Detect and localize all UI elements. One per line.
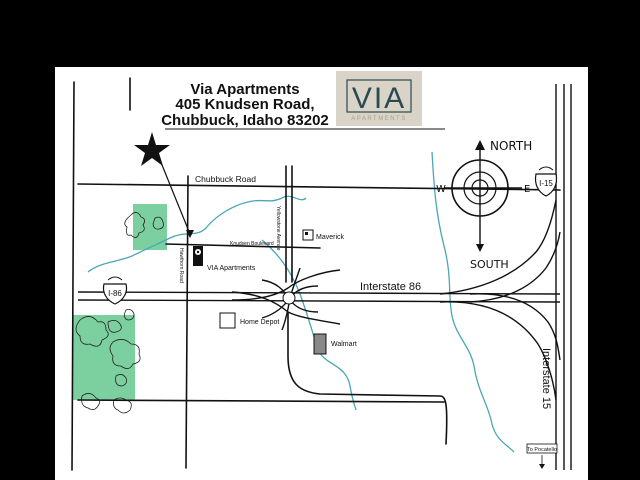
logo-frame: [346, 79, 412, 113]
interstate-15: [439, 84, 572, 470]
header-street: 405 Knudsen Road,: [175, 96, 314, 113]
label-hawthorn: Hawthorn Road: [178, 248, 184, 283]
destination-marker: [134, 132, 194, 238]
star-icon: [134, 132, 170, 166]
compass-north-arrow-icon: [475, 140, 485, 150]
via-logo: VIA APARTMENTS: [336, 71, 422, 126]
arrow-line: [159, 159, 191, 235]
i86-shield-label: I-86: [108, 289, 122, 298]
via-label: VIA Apartments: [207, 265, 256, 272]
compass-north: NORTH: [490, 139, 532, 153]
label-yellowstone: Yellowstone Avenue: [275, 206, 281, 251]
road-yellowstone-south: [287, 311, 448, 445]
compass-south: SOUTH: [470, 258, 509, 271]
label-i15: Interstate 15: [540, 348, 552, 409]
header-city: Chubbuck, Idaho 83202: [161, 112, 329, 129]
home-depot-building: [219, 312, 236, 329]
river-north: [87, 195, 307, 273]
park-north: [133, 204, 167, 250]
maverick-label: Maverick: [316, 234, 345, 241]
road-knudsen: [165, 243, 321, 249]
logo-mark: VIA: [352, 82, 406, 115]
maverick: Maverick: [302, 229, 345, 241]
road-left-edge: [71, 81, 75, 471]
park-areas: [73, 204, 167, 414]
compass-rose: NORTH SOUTH W E: [436, 139, 532, 271]
to-pocatello-sign: To Pocatello: [526, 443, 558, 469]
via-apartments: VIA Apartments: [193, 246, 256, 272]
logo-caption: APARTMENTS: [351, 116, 406, 122]
i86-shield-icon: I-86: [102, 276, 128, 305]
walmart: Walmart: [313, 333, 357, 355]
pocatello-label: To Pocatello: [527, 447, 557, 453]
home-depot: Home Depot: [219, 312, 279, 329]
label-chubbuck: Chubbuck Road: [195, 174, 256, 184]
header: Via Apartments 405 Knudsen Road, Chubbuc…: [161, 81, 445, 130]
road-hawthorn: [185, 175, 189, 469]
walmart-building: [313, 333, 327, 355]
via-building: [193, 246, 203, 266]
down-arrow-icon: [539, 464, 545, 469]
home-depot-label: Home Depot: [240, 319, 279, 326]
arrow-head-icon: [186, 230, 194, 238]
river-east: [431, 151, 515, 453]
road-south: [77, 399, 445, 403]
header-name: Via Apartments: [190, 81, 299, 98]
label-i86: Interstate 86: [360, 281, 421, 293]
i15-shield-icon: I-15: [534, 166, 558, 197]
park-south: [73, 315, 135, 400]
compass-south-arrow-icon: [476, 244, 484, 252]
interchange-86: [282, 291, 296, 305]
label-knudsen: Knudsen Boulevard: [230, 241, 274, 247]
compass-west: W: [436, 184, 446, 195]
compass-east: E: [524, 184, 530, 195]
walmart-label: Walmart: [331, 341, 357, 348]
i15-shield-label: I-15: [539, 179, 553, 188]
